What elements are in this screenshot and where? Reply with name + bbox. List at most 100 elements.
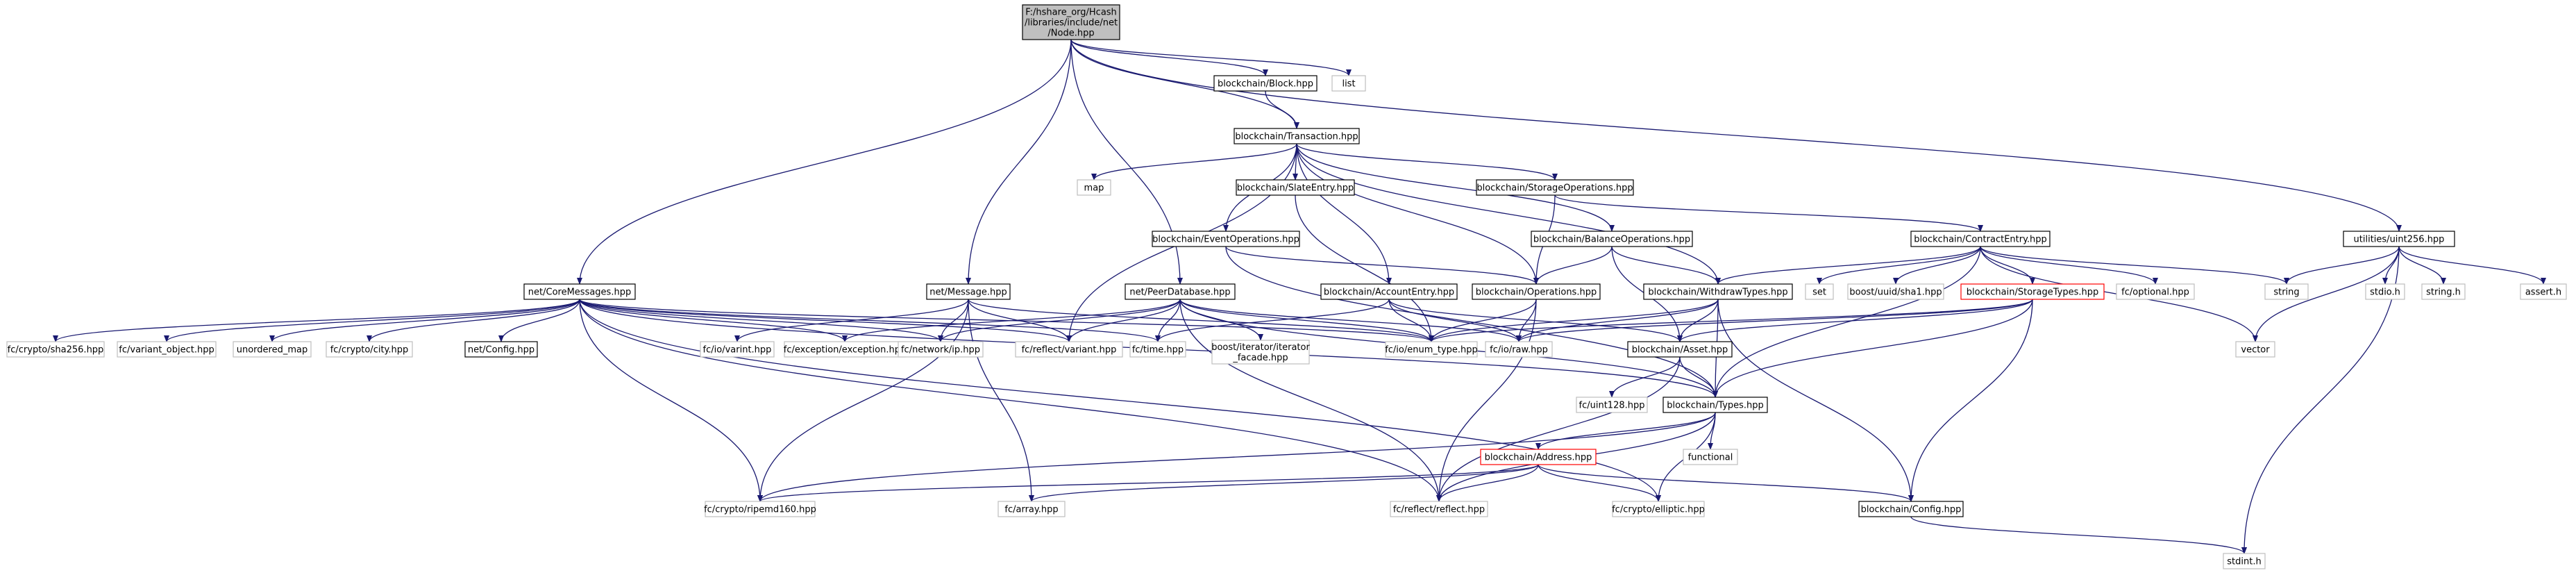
node-uint128: fc/uint128.hpp: [1576, 397, 1648, 413]
node-peerdb[interactable]: net/PeerDatabase.hpp: [1125, 283, 1236, 300]
node-withdrawtypes[interactable]: blockchain/WithdrawTypes.hpp: [1643, 283, 1793, 300]
node-label-storagetypes: blockchain/StorageTypes.hpp: [1967, 288, 2098, 298]
edge-asset-to-types: [1679, 356, 1718, 398]
edge-uint256-to-stringh: [2398, 246, 2446, 285]
node-label-list: list: [1342, 79, 1355, 90]
node-box-timehpp: [1129, 341, 1186, 358]
node-label-elliptic: fc/crypto/elliptic.hpp: [1612, 505, 1705, 515]
edge-coremsg-to-unorderedmap: [269, 299, 580, 342]
edge-uint256-to-assert: [2398, 246, 2546, 285]
node-array: fc/array.hpp: [997, 501, 1066, 517]
edge-eventops-to-types: [1225, 246, 1718, 398]
node-box-variantobj: [117, 341, 217, 358]
edge-root-to-message: [966, 39, 1072, 285]
node-eventops[interactable]: blockchain/EventOperations.hpp: [1152, 231, 1300, 247]
node-label-balanceops: blockchain/BalanceOperations.hpp: [1533, 235, 1690, 245]
node-asset[interactable]: blockchain/Asset.hpp: [1627, 341, 1733, 358]
node-unorderedmap: unordered_map: [233, 341, 312, 358]
node-label-exception: fc/exception/exception.hpp: [784, 345, 906, 356]
node-box-slate: [1236, 179, 1355, 196]
node-string: string: [2264, 283, 2309, 300]
edge-peerdb-to-raw: [1179, 299, 1522, 342]
node-box-sha1: [1847, 283, 1944, 300]
edge-message-to-varint: [734, 299, 969, 342]
node-label-ripemd: fc/crypto/ripemd160.hpp: [704, 505, 816, 515]
node-bcconfig[interactable]: blockchain/Config.hpp: [1858, 501, 1964, 517]
node-root[interactable]: F:/hshare_org/Hcash/libraries/include/ne…: [1022, 4, 1120, 40]
node-uint256[interactable]: utilities/uint256.hpp: [2343, 231, 2455, 247]
edge-accountentry-to-enumtype: [1388, 299, 1434, 342]
edge-balanceops-to-operations: [1533, 246, 1613, 285]
edge-withdrawtypes-to-asset: [1677, 299, 1719, 342]
edge-coremsg-to-city: [367, 299, 580, 342]
node-label-transaction: blockchain/Transaction.hpp: [1235, 132, 1358, 142]
edge-transaction-to-accountentry: [1296, 143, 1392, 285]
node-box-stringh: [2421, 283, 2466, 300]
node-box-varint: [700, 341, 775, 358]
node-slate[interactable]: blockchain/SlateEntry.hpp: [1236, 179, 1355, 196]
edge-operations-to-reflect: [1436, 299, 1537, 502]
edge-root-to-peerdb: [1070, 39, 1183, 285]
edge-storagetypes-to-enumtype: [1429, 299, 2033, 342]
edge-address-to-bcconfig: [1538, 464, 1914, 502]
edge-block-to-transaction: [1265, 90, 1299, 129]
edge-peerdb-to-enumtype: [1179, 299, 1434, 342]
node-coremsg[interactable]: net/CoreMessages.hpp: [523, 283, 636, 300]
node-storagetypes[interactable]: blockchain/StorageTypes.hpp: [1960, 283, 2105, 300]
edge-transaction-to-storageops: [1296, 143, 1558, 181]
node-box-reflectvariant: [1015, 341, 1123, 358]
node-label-reflectvariant: fc/reflect/variant.hpp: [1022, 345, 1117, 356]
node-label-stringh: string.h: [2426, 288, 2461, 298]
edge-coremsg-to-sha256: [53, 299, 580, 342]
node-address[interactable]: blockchain/Address.hpp: [1480, 449, 1597, 465]
nodes-layer: F:/hshare_org/Hcash/libraries/include/ne…: [6, 4, 2567, 569]
node-box-uint128: [1576, 397, 1648, 413]
node-box-functional: [1683, 449, 1738, 465]
edge-address-to-reflect: [1436, 464, 1539, 502]
node-enumtype: fc/io/enum_type.hpp: [1385, 341, 1478, 358]
node-message[interactable]: net/Message.hpp: [926, 283, 1011, 300]
node-box-ripemd: [705, 501, 816, 517]
node-label-peerdb: net/PeerDatabase.hpp: [1129, 288, 1230, 298]
edge-peerdb-to-exception: [842, 299, 1181, 342]
node-label-map: map: [1084, 183, 1104, 194]
edge-withdrawtypes-to-enumtype: [1429, 299, 1719, 342]
node-netconfig[interactable]: net/Config.hpp: [464, 341, 538, 358]
node-box-storagetypes: [1960, 283, 2105, 300]
edge-asset-to-reflect: [1436, 356, 1681, 502]
edge-coremsg-to-ripemd: [579, 299, 763, 502]
node-label-coremsg: net/CoreMessages.hpp: [528, 288, 631, 298]
node-label-enumtype: fc/io/enum_type.hpp: [1385, 345, 1478, 356]
node-sha256: fc/crypto/sha256.hpp: [6, 341, 105, 358]
node-box-stdio: [2365, 283, 2405, 300]
node-transaction[interactable]: blockchain/Transaction.hpp: [1234, 128, 1360, 144]
node-box-balanceops: [1531, 231, 1693, 247]
node-box-list: [1331, 75, 1366, 92]
edge-asset-to-uint128: [1609, 356, 1681, 398]
node-label-stdio: stdio.h: [2370, 288, 2400, 298]
edge-coremsg-to-variantobj: [164, 299, 580, 342]
node-label-operations: blockchain/Operations.hpp: [1476, 288, 1597, 298]
node-box-coremsg: [523, 283, 636, 300]
edge-address-to-elliptic: [1538, 464, 1661, 502]
node-label-raw: fc/io/raw.hpp: [1490, 345, 1548, 356]
edge-contractentry-to-withdrawtypes: [1715, 246, 1981, 285]
edge-uint256-to-string: [2284, 246, 2400, 285]
node-stdio: stdio.h: [2365, 283, 2405, 300]
node-label-sha1: boost/uuid/sha1.hpp: [1849, 288, 1942, 298]
node-ripemd: fc/crypto/ripemd160.hpp: [704, 501, 816, 517]
node-balanceops[interactable]: blockchain/BalanceOperations.hpp: [1531, 231, 1693, 247]
node-label-ip: fc/network/ip.hpp: [901, 345, 980, 356]
node-label-accountentry: blockchain/AccountEntry.hpp: [1324, 288, 1454, 298]
node-assert: assert.h: [2520, 283, 2567, 300]
node-box-netconfig: [464, 341, 538, 358]
node-storageops[interactable]: blockchain/StorageOperations.hpp: [1476, 179, 1634, 196]
node-types[interactable]: blockchain/Types.hpp: [1662, 397, 1768, 413]
node-accountentry[interactable]: blockchain/AccountEntry.hpp: [1320, 283, 1458, 300]
node-box-iterfacade: [1211, 340, 1310, 365]
edge-message-to-ripemd: [757, 299, 969, 502]
node-box-city: [326, 341, 413, 358]
node-contractentry[interactable]: blockchain/ContractEntry.hpp: [1910, 231, 2051, 247]
node-operations[interactable]: blockchain/Operations.hpp: [1472, 283, 1601, 300]
node-block[interactable]: blockchain/Block.hpp: [1213, 75, 1318, 92]
